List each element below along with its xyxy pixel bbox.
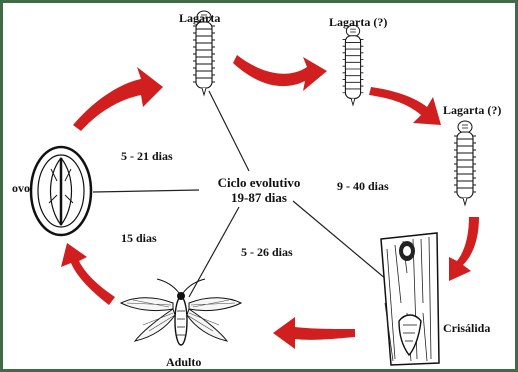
arrow-larva3-to-pupa <box>449 217 479 281</box>
pupa-illustration <box>381 233 439 365</box>
arrow-larva2-to-larva3 <box>369 87 441 125</box>
stage-label-larva-1: Lagarta <box>179 11 220 25</box>
duration-egg-to-larva: 5 - 21 dias <box>121 149 173 163</box>
cycle-summary: Ciclo evolutivo 19-87 dias <box>199 175 319 205</box>
arrow-pupa-to-adult <box>273 317 355 349</box>
duration-larva-stage: 9 - 40 dias <box>337 179 389 193</box>
stage-label-egg: ovo <box>12 181 30 195</box>
duration-pupa-to-adult: 5 - 26 dias <box>241 245 293 259</box>
stage-label-larva-3: Lagarta (?) <box>443 103 501 117</box>
arrow-egg-to-larva <box>73 67 163 131</box>
arrow-adult-to-egg <box>61 243 115 305</box>
egg-illustration <box>31 147 91 235</box>
stage-label-adult: Adulto <box>166 355 201 369</box>
cycle-summary-title: Ciclo evolutivo <box>199 175 319 190</box>
adult-moth-illustration <box>121 279 241 345</box>
cycle-summary-range: 19-87 dias <box>199 190 319 205</box>
duration-adult-to-egg: 15 dias <box>121 231 157 245</box>
larva-illustration-3 <box>454 121 476 205</box>
stage-label-pupa: Crisálida <box>443 321 490 335</box>
arrow-larva-to-larva2 <box>233 55 327 91</box>
stage-label-larva-2: Lagarta (?) <box>329 15 387 29</box>
larva-illustration-2 <box>343 25 364 105</box>
